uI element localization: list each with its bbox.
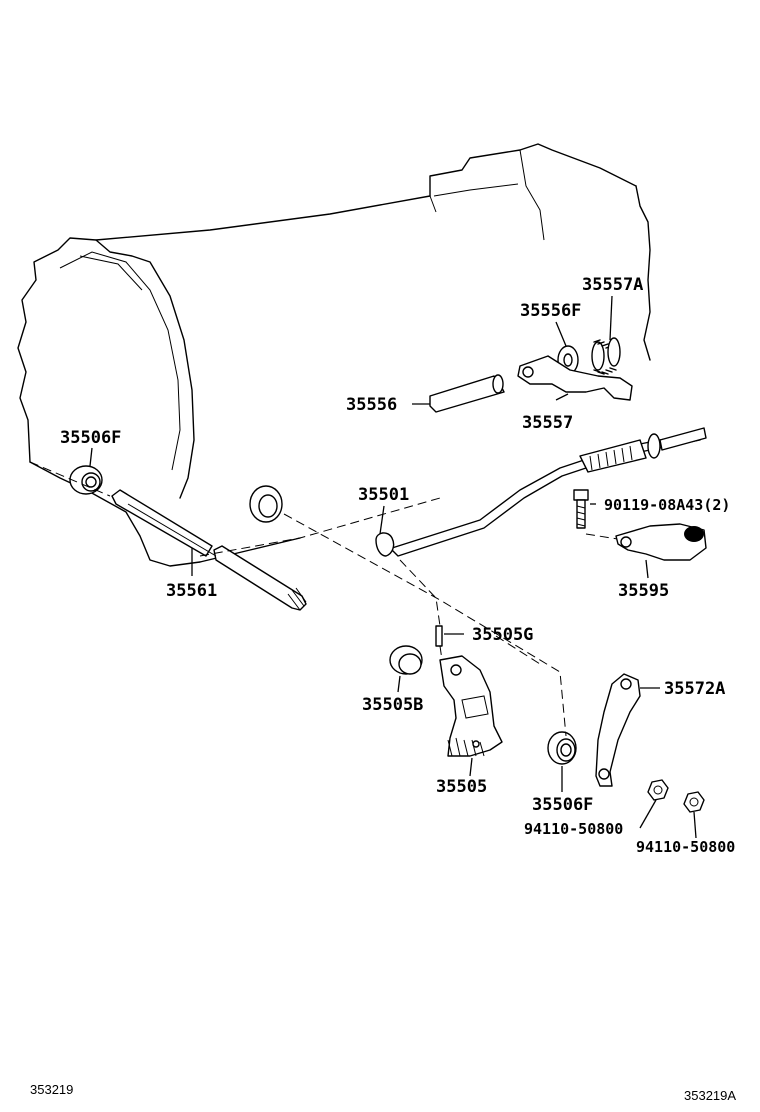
callout-35505G: 35505G bbox=[472, 625, 533, 645]
callout-35561: 35561 bbox=[166, 581, 217, 601]
figure-ref-left: 353219 bbox=[30, 1082, 73, 1097]
callout-94110-50800-right: 94110-50800 bbox=[636, 838, 735, 856]
callout-35556F: 35556F bbox=[520, 301, 581, 321]
nut-94110-right bbox=[683, 791, 705, 813]
parking-lock-rod-35501 bbox=[375, 427, 707, 557]
nut-94110-left bbox=[647, 779, 669, 801]
collar-35505B bbox=[389, 645, 423, 675]
link-35572A bbox=[595, 673, 641, 787]
callout-35556: 35556 bbox=[346, 395, 397, 415]
detent-lever-35505 bbox=[439, 655, 503, 757]
footer-refs: 353219 353219A bbox=[30, 1082, 736, 1103]
callout-90119-08A43: 90119-08A43(2) bbox=[604, 496, 730, 514]
oil-seal-35506F-lower bbox=[547, 731, 577, 765]
callout-35501: 35501 bbox=[358, 485, 409, 505]
figure-ref-right: 353219A bbox=[684, 1088, 736, 1103]
transmission-housing bbox=[17, 143, 651, 567]
callout-35595: 35595 bbox=[618, 581, 669, 601]
parking-pawl-group bbox=[429, 337, 633, 413]
manual-valve-shaft-35561 bbox=[111, 489, 307, 611]
bolt-90119 bbox=[573, 489, 589, 529]
pin-35556 bbox=[429, 375, 505, 413]
leader-lines bbox=[89, 295, 697, 839]
callout-35506F-lower: 35506F bbox=[532, 795, 593, 815]
callout-35506F-upper: 35506F bbox=[60, 428, 121, 448]
oil-seal-near-housing bbox=[249, 485, 283, 523]
parking-pawl-35557 bbox=[517, 355, 633, 401]
oil-seal-35506F-upper bbox=[69, 465, 103, 495]
callout-35557A: 35557A bbox=[582, 275, 643, 295]
callout-35557: 35557 bbox=[522, 413, 573, 433]
callout-labels: 35557A 35556F 35556 35557 35506F 35501 9… bbox=[60, 275, 735, 856]
assembly-lines bbox=[29, 461, 567, 737]
callout-94110-50800-left: 94110-50800 bbox=[524, 820, 623, 838]
callout-35505B: 35505B bbox=[362, 695, 423, 715]
bracket-35595 bbox=[615, 523, 707, 561]
callout-35572A: 35572A bbox=[664, 679, 725, 699]
spring-pin-35505G bbox=[435, 625, 443, 647]
callout-35505: 35505 bbox=[436, 777, 487, 797]
spring-35557A bbox=[591, 337, 621, 375]
